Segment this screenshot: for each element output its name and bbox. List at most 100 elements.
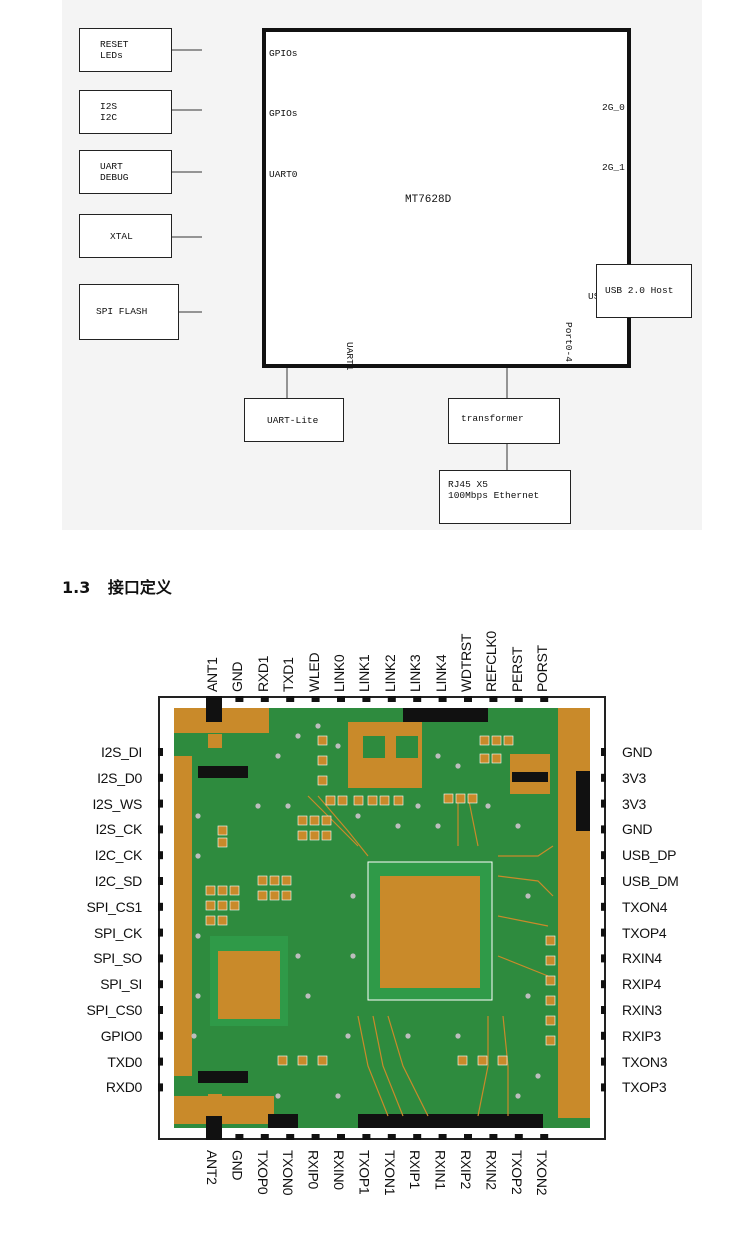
left-pin-label: SPI_SI bbox=[100, 976, 142, 993]
bottom-edge-pad bbox=[540, 1134, 549, 1142]
via bbox=[195, 853, 201, 859]
smd-pad bbox=[367, 795, 378, 806]
top-edge-pad bbox=[286, 694, 295, 702]
transformer-box: transformer bbox=[448, 398, 560, 444]
mt7628d-chip: MT7628D GPIOs GPIOs UART0 2G_0 2G_1 USB2… bbox=[262, 28, 631, 371]
smd-pad bbox=[325, 795, 336, 806]
top-pin-label: WDTRST bbox=[458, 633, 474, 692]
left-edge-pad bbox=[155, 1083, 163, 1092]
smd-pad bbox=[269, 875, 280, 886]
xtal-box: XTAL bbox=[79, 214, 172, 258]
left-pin-label: SPI_CS0 bbox=[86, 1002, 143, 1018]
port-2g-1: 2G_1 bbox=[602, 162, 625, 173]
top-edge-pad bbox=[540, 694, 549, 702]
via bbox=[395, 823, 401, 829]
bottom-edge-pad bbox=[464, 1134, 472, 1142]
right-edge-pad bbox=[601, 928, 609, 937]
via bbox=[345, 1033, 351, 1039]
section-heading: 1.3 接口定义 bbox=[62, 574, 172, 598]
smd-pad bbox=[503, 735, 514, 746]
right-edge-pad bbox=[601, 1057, 609, 1066]
top-edge-pad bbox=[235, 694, 244, 702]
port-uart0: UART0 bbox=[269, 169, 298, 180]
smd-pad bbox=[269, 890, 280, 901]
right-edge-pad bbox=[601, 748, 609, 756]
left-pin-label: I2S_DI bbox=[101, 744, 142, 760]
smd-pad bbox=[281, 875, 292, 886]
top-edge-pad bbox=[311, 694, 320, 702]
right-pin-label: USB_DM bbox=[622, 873, 679, 889]
top-pin-label: PERST bbox=[508, 646, 525, 692]
bottom-edge-pad bbox=[311, 1134, 320, 1142]
right-edge-pad bbox=[601, 1031, 609, 1040]
left-edge-pad bbox=[155, 902, 163, 911]
right-edge-pad bbox=[601, 851, 609, 860]
bottom-pin-label: RXIP2 bbox=[458, 1150, 474, 1189]
via bbox=[305, 993, 311, 999]
left-pin-label: I2S_CK bbox=[95, 821, 143, 838]
bottom-pin-label: RXIN1 bbox=[432, 1150, 449, 1190]
right-pin-label: GND bbox=[622, 821, 653, 838]
via bbox=[295, 953, 301, 959]
smd-pad bbox=[257, 890, 268, 901]
pcb-image bbox=[155, 694, 609, 1142]
smd-pad bbox=[479, 735, 490, 746]
smd-pad bbox=[443, 793, 454, 804]
left-pin-label: SPI_SO bbox=[93, 950, 142, 967]
module-board bbox=[155, 694, 609, 1142]
reset-leds-label: RESET LEDs bbox=[100, 39, 129, 61]
smd-pad bbox=[217, 837, 228, 848]
left-edge-pad bbox=[155, 928, 163, 937]
top-pin-label: LINK1 bbox=[356, 654, 373, 692]
smd-pad bbox=[467, 793, 478, 804]
left-pin-label: I2S_WS bbox=[92, 795, 142, 812]
smd-pad bbox=[317, 775, 328, 786]
smd-pad bbox=[297, 830, 308, 841]
block-diagram: RESET LEDs I2S I2C UART DEBUG XTAL SPI F… bbox=[62, 0, 702, 530]
smd-pad bbox=[297, 1055, 308, 1066]
spi-flash-label: SPI FLASH bbox=[96, 306, 148, 317]
via bbox=[435, 823, 441, 829]
left-pin-label: I2C_SD bbox=[94, 873, 143, 889]
smd-pad bbox=[317, 735, 328, 746]
top-edge-pad bbox=[464, 694, 472, 702]
smd-pad bbox=[457, 1055, 468, 1066]
smd-pad bbox=[545, 1015, 556, 1026]
left-pin-label: I2C_CK bbox=[94, 847, 143, 864]
left-edge-pad bbox=[155, 773, 163, 782]
rj45-box: RJ45 X5 100Mbps Ethernet bbox=[439, 470, 571, 524]
top-pin-label: WLED bbox=[305, 652, 322, 692]
bottom-edge-pad bbox=[514, 1134, 523, 1142]
via bbox=[355, 813, 361, 819]
right-pin-label: 3V3 bbox=[622, 795, 647, 812]
smd-pad bbox=[479, 753, 490, 764]
left-edge-pad bbox=[155, 954, 163, 963]
i2s-i2c-box: I2S I2C bbox=[79, 90, 172, 134]
smd-pad bbox=[317, 1055, 328, 1066]
smd-pad bbox=[309, 815, 320, 826]
smd-pad bbox=[217, 900, 228, 911]
port-gpios-1: GPIOs bbox=[269, 48, 298, 59]
bottom-pin-label: TXON1 bbox=[381, 1150, 398, 1196]
top-edge-pad bbox=[337, 694, 345, 702]
via bbox=[525, 893, 531, 899]
smd-pad bbox=[477, 1055, 488, 1066]
smd-pad bbox=[545, 935, 556, 946]
bottom-pin-label: RXIP0 bbox=[305, 1150, 322, 1189]
smd-pad bbox=[309, 830, 320, 841]
left-edge-pad bbox=[155, 851, 163, 860]
smd-pad bbox=[277, 1055, 288, 1066]
reset-leds-box: RESET LEDs bbox=[79, 28, 172, 72]
top-pin-label: PORST bbox=[534, 645, 551, 692]
via bbox=[435, 753, 441, 759]
top-edge-pad bbox=[362, 694, 371, 702]
smd-pad bbox=[379, 795, 390, 806]
right-pin-label: RXIN4 bbox=[622, 950, 662, 967]
via bbox=[485, 803, 491, 809]
top-edge-pad bbox=[413, 694, 422, 702]
rj45-label: RJ45 X5 100Mbps Ethernet bbox=[448, 479, 540, 501]
usb-host-label: USB 2.0 Host bbox=[605, 285, 674, 296]
smd-pad bbox=[393, 795, 404, 806]
via bbox=[455, 763, 461, 769]
smd-pad bbox=[257, 875, 268, 886]
